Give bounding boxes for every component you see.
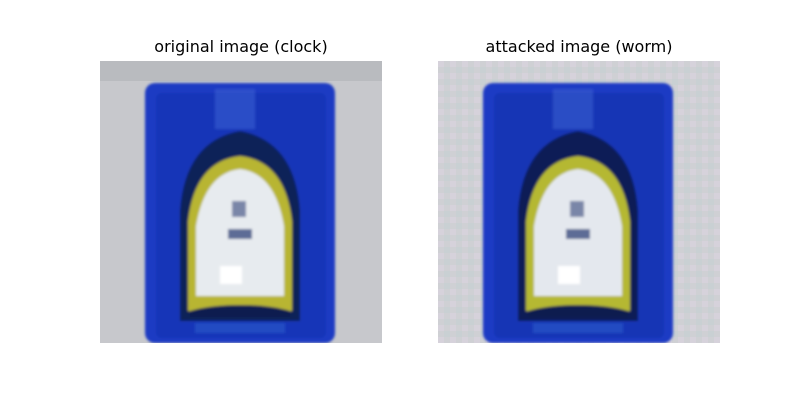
attacked-image bbox=[438, 61, 720, 343]
panel-title-original: original image (clock) bbox=[154, 37, 328, 56]
attacked-image-svg bbox=[438, 61, 720, 343]
panel-attacked: attacked image (worm) bbox=[438, 34, 720, 343]
original-image bbox=[100, 61, 382, 343]
panel-title-attacked: attacked image (worm) bbox=[485, 37, 673, 56]
panel-original: original image (clock) bbox=[100, 34, 382, 343]
original-image-svg bbox=[100, 61, 382, 343]
